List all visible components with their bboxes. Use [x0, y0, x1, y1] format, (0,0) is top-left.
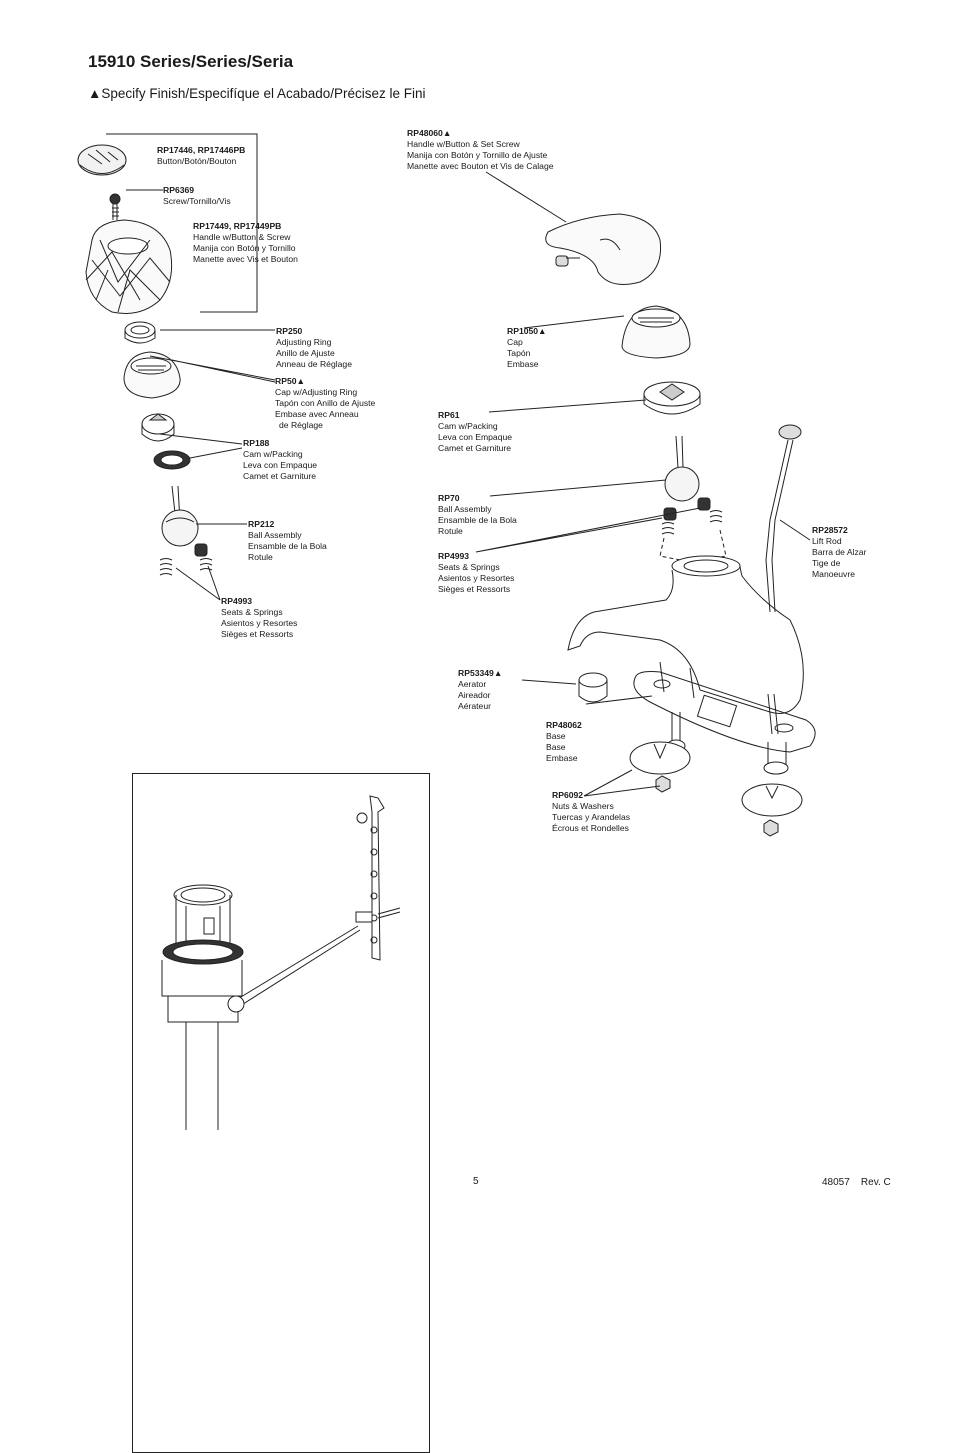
- part-label: RP4993 Seats & Springs Asientos y Resort…: [438, 551, 515, 594]
- document-reference: 48057 Rev. C: [822, 1177, 891, 1188]
- page-number: 5: [473, 1176, 479, 1187]
- drain-assembly-frame: [132, 773, 430, 1453]
- part-label: RP250 Adjusting Ring Anillo de Ajuste An…: [276, 326, 352, 369]
- part-label: RP50▲ Cap w/Adjusting Ring Tapón con Ani…: [275, 376, 376, 430]
- cam-right: [643, 381, 701, 415]
- screw-part: [109, 193, 121, 220]
- page-title: 15910 Series/Series/Seria: [88, 52, 294, 71]
- part-label: RP1050▲ Cap Tapón Embase: [507, 326, 547, 369]
- part-label: RP17446, RP17446PB Button/Botón/Bouton: [157, 145, 246, 166]
- part-label: RP17449, RP17449PB Handle w/Button & Scr…: [193, 221, 298, 264]
- part-label: RP6369 Screw/Tornillo/Vis: [163, 185, 231, 206]
- lift-rod: [765, 424, 802, 613]
- washers-nuts: [629, 741, 803, 837]
- faceted-handle: [85, 219, 173, 314]
- part-label: RP48062 Base Base Embase: [546, 720, 582, 763]
- lever-handle: [545, 213, 662, 285]
- adjusting-ring: [124, 321, 156, 344]
- part-label: RP70 Ball Assembly Ensamble de la Bola R…: [438, 493, 517, 536]
- finish-note: ▲Specify Finish/Especifíque el Acabado/P…: [88, 86, 426, 101]
- part-label: RP61 Cam w/Packing Leva con Empaque Came…: [438, 410, 513, 453]
- part-label: RP188 Cam w/Packing Leva con Empaque Cam…: [243, 438, 318, 481]
- part-label: RP6092 Nuts & Washers Tuercas y Arandela…: [552, 790, 631, 833]
- seats-springs-right: [659, 497, 727, 561]
- ball-right: [664, 435, 700, 502]
- ball-part: [161, 485, 199, 547]
- drain-assembly: [161, 795, 401, 1130]
- aerator-part: [578, 672, 608, 703]
- seats-springs-left: [159, 543, 213, 576]
- part-label: RP53349▲ Aerator Aireador Aérateur: [458, 668, 503, 711]
- cap-right: [621, 305, 691, 359]
- exploded-diagram: [77, 133, 816, 1130]
- cam-part: [141, 413, 191, 470]
- part-label: RP212 Ball Assembly Ensamble de la Bola …: [248, 519, 327, 562]
- button-part: [77, 144, 127, 176]
- cap-part: [123, 351, 181, 399]
- part-label: RP48060▲ Handle w/Button & Set Screw Man…: [407, 128, 554, 171]
- part-label: RP4993 Seats & Springs Asientos y Resort…: [221, 596, 298, 639]
- part-label: RP28572 Lift Rod Barra de Alzar Tige de …: [812, 525, 867, 579]
- faucet-body: [567, 555, 804, 735]
